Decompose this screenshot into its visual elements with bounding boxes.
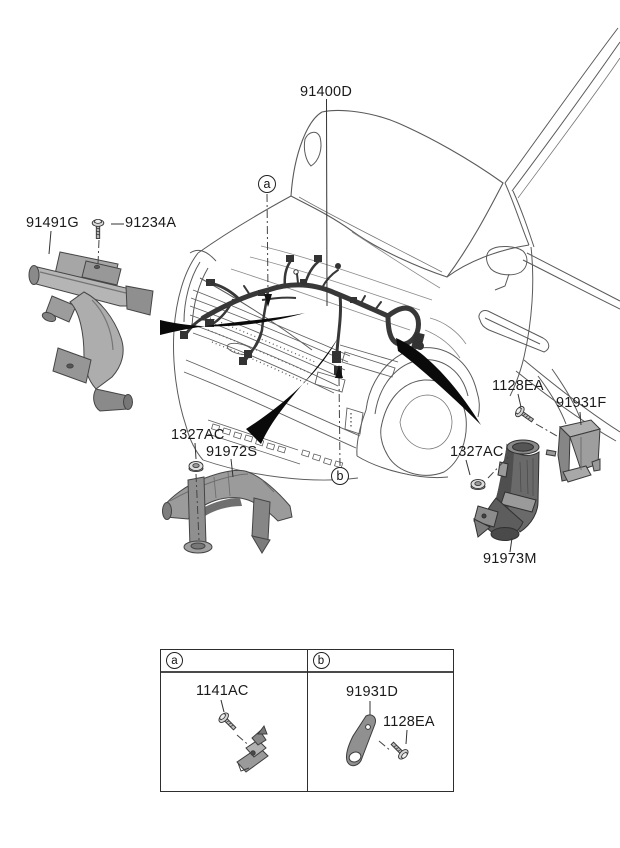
table-marker-a: a (166, 652, 183, 669)
view-marker-a: a (258, 175, 276, 193)
part-91972s-drawing (162, 469, 293, 554)
part-label-91973m[interactable]: 91973M (483, 551, 537, 567)
nut-1327ac-left-icon (188, 460, 204, 473)
part-label-91491g[interactable]: 91491G (26, 215, 79, 231)
part-91931f-drawing (545, 419, 601, 483)
nut-1327ac-right-icon (470, 478, 486, 491)
table-marker-b: b (312, 652, 330, 669)
car-outline (173, 27, 620, 479)
part-label-91931f[interactable]: 91931F (556, 395, 607, 411)
car-front-face (183, 289, 399, 481)
part-label-91931d[interactable]: 91931D (346, 684, 398, 700)
view-marker-b: b (331, 467, 349, 485)
clip-1141ac-drawing (236, 724, 269, 773)
detail-cell-a: a (161, 650, 308, 791)
bolt-1128ea-icon (513, 404, 537, 426)
part-91491g-drawing (28, 251, 154, 412)
detail-cell-a-header: a (161, 650, 307, 673)
view-arrowheads (264, 294, 343, 378)
part-label-91400d[interactable]: 91400D (300, 84, 352, 100)
part-91973m-drawing (473, 439, 540, 541)
part-label-1141ac[interactable]: 1141AC (196, 683, 249, 699)
detail-cell-b: b (307, 650, 453, 791)
part-label-1327ac-left[interactable]: 1327AC (171, 427, 225, 443)
detail-cell-b-header: b (307, 650, 453, 673)
part-label-91972s[interactable]: 91972S (206, 444, 258, 460)
part-label-1128ea[interactable]: 1128EA (492, 378, 544, 394)
harness-strands (261, 283, 303, 301)
part-label-91234a[interactable]: 91234A (125, 215, 177, 231)
bolt-91234a-icon (91, 218, 105, 239)
leader-lines (48, 98, 582, 745)
part-label-1327ac-right[interactable]: 1327AC (450, 444, 504, 460)
detail-table: a b (160, 649, 454, 792)
locator-arrows (160, 313, 481, 444)
part-label-1128ea-table[interactable]: 1128EA (383, 714, 435, 730)
bracket-91931d-drawing (346, 714, 376, 767)
